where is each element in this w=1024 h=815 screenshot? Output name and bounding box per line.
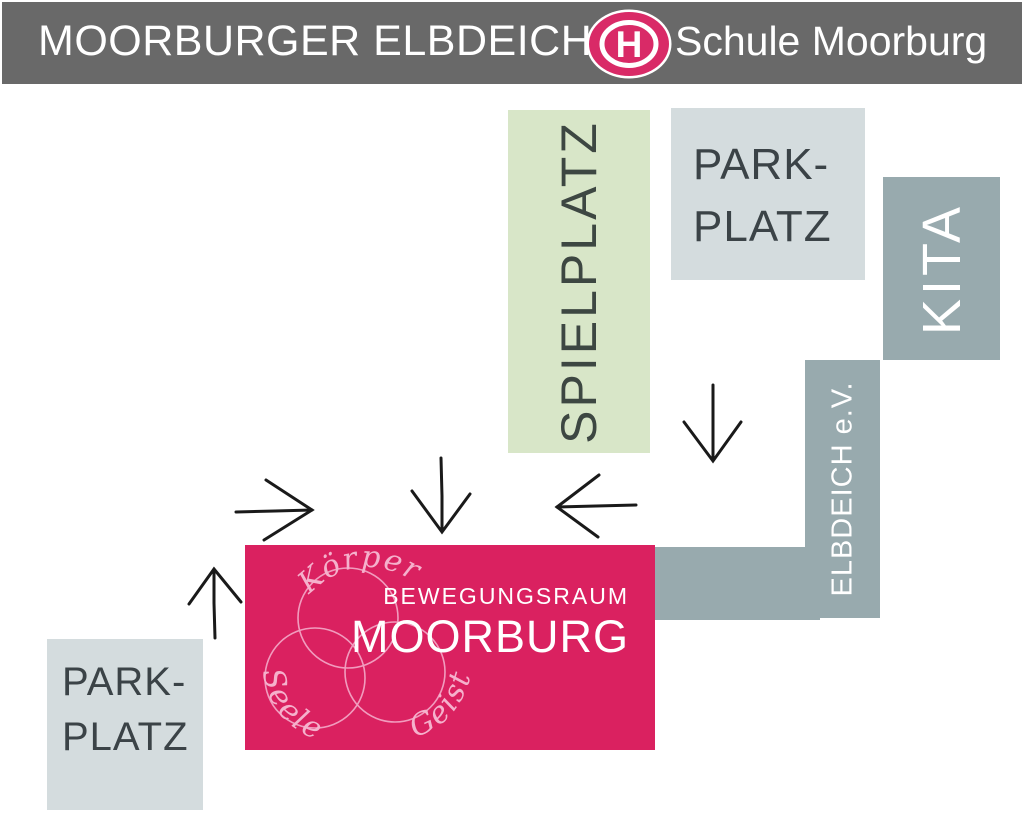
logo-word-geist: Geist [404,666,479,745]
area-kita: KITA [883,177,1000,360]
arrow-down-right-icon [682,383,743,464]
venue-logo: Körper Seele Geist [255,540,479,748]
elbdeich-label: ELBDEICH e.V. [826,381,858,597]
parkplatz-bottom-line2: PLATZ [62,715,189,760]
venue-name-line1: BEWEGUNGSRAUM [383,583,629,609]
school-title: Schule Moorburg [675,18,988,65]
area-parkplatz-bottom: PARK- PLATZ [47,639,203,810]
parkplatz-bottom-line1: PARK- [62,660,187,704]
arrow-left-icon [554,473,638,539]
bus-stop-icon: H [586,9,672,79]
area-spielplatz: SPIELPLATZ [508,110,650,453]
header-bar: MOORBURGER ELBDEICH H Schule Moorburg [2,2,1022,84]
parkplatz-top-line2: PLATZ [693,202,832,252]
parkplatz-top-line1: PARK- [693,140,830,189]
kita-label: KITA [911,202,972,335]
logo-circle-top [297,567,399,669]
bus-stop-inner-ring [599,20,659,68]
parkplatz-bottom-label: PARK- PLATZ [47,639,203,765]
area-parkplatz-top: PARK- PLATZ [671,108,865,280]
venue-bewegungsraum: Körper Seele Geist BEWEGUNGSRAUM MOORBUR… [245,540,655,750]
logo-circle-right [344,621,446,723]
area-elbdeich: ELBDEICH e.V. [805,360,880,618]
area-elbdeich-connector [650,547,820,620]
arrow-down-icon [410,456,472,535]
logo-word-seele: Seele [255,665,330,748]
street-title: MOORBURGER ELBDEICH [38,17,593,66]
arrow-up-icon [187,566,243,640]
bus-stop-letter: H [616,24,643,65]
venue-name-line2: MOORBURG [351,611,629,662]
logo-circle-left [264,627,366,729]
parkplatz-top-label: PARK- PLATZ [671,108,865,259]
venue-name: BEWEGUNGSRAUM MOORBURG [351,583,629,663]
arrow-right-icon [234,478,315,542]
spielplatz-label: SPIELPLATZ [551,119,607,444]
